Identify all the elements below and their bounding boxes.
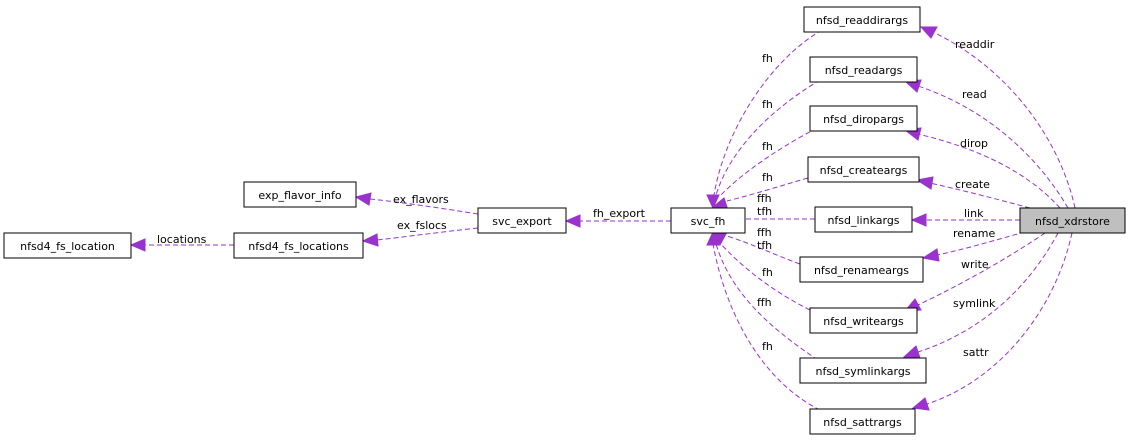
edge-sattr — [911, 232, 1073, 411]
node-nfsd-linkargs[interactable]: nfsd_linkargs — [814, 206, 913, 233]
label-readdir: readdir — [955, 38, 995, 51]
label-tfh-linkargs: tfh — [757, 205, 772, 218]
edge-sattrargs-fh — [712, 243, 821, 411]
node-label: nfsd_readargs — [825, 64, 903, 77]
node-label: nfsd_readdirargs — [816, 14, 908, 27]
label-fh-createargs: fh — [762, 171, 773, 184]
label-sattr: sattr — [963, 346, 989, 359]
edge-createargs-fh — [726, 177, 809, 202]
label-locations: locations — [157, 233, 207, 246]
node-nfsd-readdirargs[interactable]: nfsd_readdirargs — [803, 6, 921, 33]
label-link: link — [964, 207, 984, 220]
label-ex-flavors: ex_flavors — [393, 193, 449, 206]
node-label: nfsd_symlinkargs — [815, 365, 910, 378]
node-exp-flavor-info[interactable]: exp_flavor_info — [243, 181, 357, 208]
label-dirop: dirop — [960, 137, 988, 150]
node-nfsd4-fs-location[interactable]: nfsd4_fs_location — [3, 232, 132, 259]
node-label: nfsd_diropargs — [823, 113, 904, 126]
node-svc-fh[interactable]: svc_fh — [670, 207, 746, 234]
edge-fh-export — [564, 214, 671, 228]
edge-readdir — [919, 26, 1076, 209]
label-create: create — [955, 178, 990, 191]
node-label: nfsd_linkargs — [827, 214, 899, 227]
node-nfsd-xdrstore[interactable]: nfsd_xdrstore — [1019, 207, 1126, 234]
node-nfsd-sattrargs[interactable]: nfsd_sattrargs — [809, 408, 916, 435]
edge-readdirargs-fh — [713, 29, 823, 196]
node-nfsd-createargs[interactable]: nfsd_createargs — [807, 156, 920, 183]
edge-symlink — [902, 232, 1059, 359]
label-ex-fslocs: ex_fslocs — [397, 219, 447, 232]
label-ffh-symlinkargs: ffh — [757, 296, 772, 309]
node-nfsd4-fs-locations[interactable]: nfsd4_fs_locations — [233, 232, 364, 259]
label-rename: rename — [953, 227, 995, 240]
edge-rename — [921, 231, 1026, 262]
node-label: nfsd_renameargs — [814, 264, 909, 277]
node-label: svc_fh — [691, 215, 726, 228]
label-tfh-renameargs: tfh — [757, 239, 772, 252]
edge-locations — [129, 238, 234, 252]
node-label: nfsd_xdrstore — [1035, 215, 1110, 228]
node-nfsd-symlinkargs[interactable]: nfsd_symlinkargs — [799, 357, 927, 384]
node-label: nfsd4_fs_locations — [248, 240, 349, 253]
label-ffh-linkargs: ffh — [757, 192, 772, 205]
edge-diropargs-fh — [719, 127, 818, 197]
node-nfsd-diropargs[interactable]: nfsd_diropargs — [809, 105, 918, 132]
node-nfsd-writeargs[interactable]: nfsd_writeargs — [809, 307, 918, 334]
edge-readargs-fh — [715, 79, 821, 196]
label-fh-export: fh_export — [593, 207, 646, 220]
label-fh-readargs: fh — [762, 98, 773, 111]
label-fh-sattrargs: fh — [762, 340, 773, 353]
edge-ex-flavors — [354, 192, 479, 215]
label-ffh-renameargs: ffh — [757, 226, 772, 239]
edge-link — [910, 213, 1020, 227]
label-fh-readdirargs: fh — [762, 52, 773, 65]
node-label: nfsd_writeargs — [823, 315, 904, 328]
edge-create — [915, 176, 1031, 209]
node-nfsd-readargs[interactable]: nfsd_readargs — [809, 56, 918, 83]
label-symlink: symlink — [953, 297, 996, 310]
node-label: nfsd_sattrargs — [823, 416, 902, 429]
edge-ex-fslocs — [361, 227, 479, 247]
node-svc-export[interactable]: svc_export — [477, 207, 567, 234]
label-fh-diropargs: fh — [762, 140, 773, 153]
label-write: write — [961, 258, 989, 271]
node-label: exp_flavor_info — [258, 189, 341, 202]
node-label: svc_export — [492, 215, 552, 228]
node-nfsd-renameargs[interactable]: nfsd_renameargs — [799, 256, 924, 283]
label-fh-writeargs: fh — [762, 266, 773, 279]
node-label: nfsd4_fs_location — [20, 240, 115, 253]
node-label: nfsd_createargs — [820, 164, 908, 177]
label-read: read — [962, 88, 987, 101]
